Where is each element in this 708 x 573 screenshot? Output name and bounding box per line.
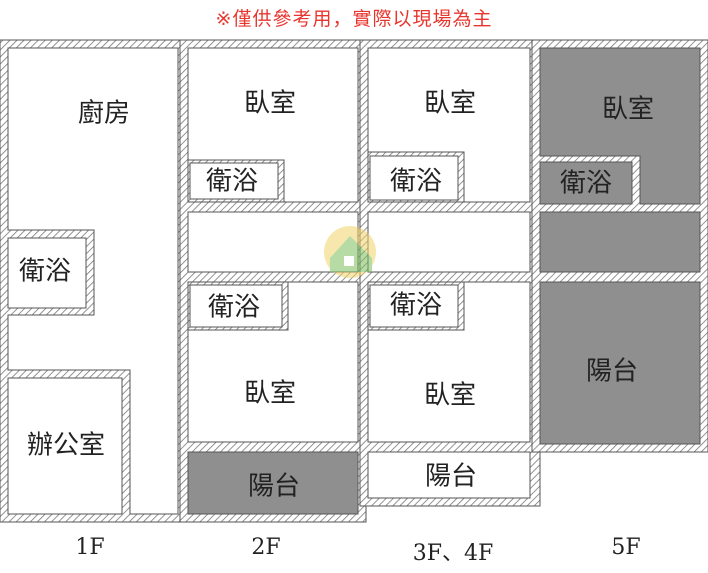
floor-label-2f: 2F: [251, 535, 281, 560]
f2-bed-top-label: 臥室: [244, 89, 296, 119]
f2-bath-bottom-label: 衛浴: [208, 293, 260, 323]
watermark-logo-icon: [324, 226, 376, 278]
f2-balcony: [187, 451, 359, 515]
f5-bath: [539, 161, 633, 205]
f1-kitchen-room: [7, 47, 179, 515]
f34-balcony: [367, 451, 531, 499]
f2-bath-top: [189, 162, 279, 200]
f1-office-room: [7, 377, 123, 515]
floor-label-5f: 5F: [611, 535, 641, 560]
floor-2-plan: 臥室 衛浴 衛浴 臥室 陽台: [179, 39, 367, 523]
f34-bed-top-label: 臥室: [424, 89, 476, 119]
f2-bath-top-label: 衛浴: [206, 167, 258, 197]
floor-5-plan: 臥室 衛浴 陽台: [531, 39, 708, 453]
floor-label-1f: 1F: [75, 535, 105, 560]
f2-balcony-label: 陽台: [248, 472, 300, 502]
disclaimer-note: ※僅供參考用，實際以現場為主: [215, 8, 493, 30]
f1-kitchen-label: 廚房: [78, 99, 130, 129]
floor-3-4-plan: 臥室 衛浴 衛浴 臥室 陽台: [359, 39, 541, 507]
f34-bed-bottom-label: 臥室: [424, 381, 476, 411]
f5-bed-label: 臥室: [602, 95, 654, 125]
f34-bath-top: [369, 155, 459, 201]
f34-bath-bottom-label: 衛浴: [390, 291, 442, 321]
f5-bath-label: 衛浴: [560, 169, 612, 199]
f2-bath-bottom: [189, 284, 283, 328]
f1-bath-room: [7, 237, 87, 309]
f34-corridor: [367, 211, 531, 273]
f1-bath-label: 衛浴: [19, 257, 71, 287]
f1-office-label: 辦公室: [27, 431, 105, 461]
f34-balcony-label: 陽台: [425, 462, 477, 492]
f5-bedroom: [539, 47, 701, 205]
f5-balcony: [539, 281, 701, 445]
f5-balcony-label: 陽台: [586, 357, 638, 387]
floor-label-3f-4f: 3F、4F: [412, 541, 494, 566]
f34-bath-bottom: [369, 284, 459, 328]
f34-bath-top-label: 衛浴: [390, 167, 442, 197]
f2-bed-bottom-label: 臥室: [244, 379, 296, 409]
floor-1-plan: 廚房 衛浴 辦公室: [0, 39, 187, 523]
f5-corridor: [539, 211, 701, 273]
